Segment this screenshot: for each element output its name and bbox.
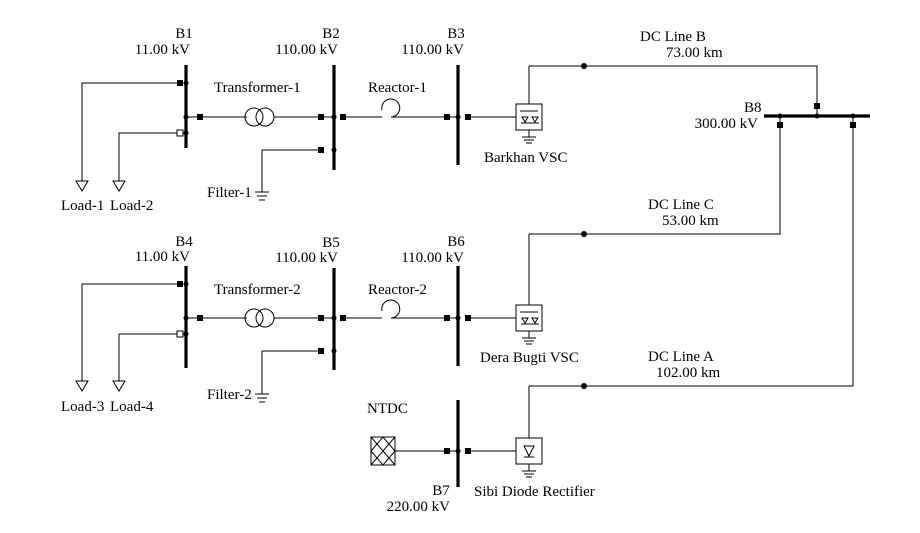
load-1-label: Load-1 — [61, 198, 104, 214]
transformer-1[interactable]: Transformer-1 — [183, 80, 337, 127]
load-3-label: Load-3 — [61, 399, 104, 415]
reactor-1[interactable]: Reactor-1 — [331, 80, 459, 120]
dera-bugti-vsc[interactable]: Dera Bugti VSC — [455, 234, 579, 366]
filter-1-label: Filter-1 — [207, 185, 252, 201]
transformer-1-label: Transformer-1 — [214, 80, 301, 96]
bus-b6-voltage: 110.00 kV — [401, 250, 464, 266]
bus-b8-name: B8 — [744, 100, 762, 116]
bus-b4-name: B4 — [175, 234, 193, 250]
sibi-diode-rectifier[interactable]: Sibi Diode Rectifier — [455, 386, 595, 500]
filter-1[interactable]: Filter-1 — [207, 147, 337, 201]
dc-network: B8 300.00 kV DC Line B 73.00 km DC Line … — [529, 29, 870, 389]
dc-line-b-name: DC Line B — [640, 29, 706, 45]
sibi-rectifier-label: Sibi Diode Rectifier — [474, 484, 595, 500]
feeder-dera-bugti: B4 11.00 kV Load-3 Load-4 — [61, 234, 579, 415]
dc-line-c-name: DC Line C — [648, 197, 714, 213]
dc-line-a-name: DC Line A — [648, 349, 714, 365]
dc-line-b-length: 73.00 km — [666, 45, 723, 61]
load-3[interactable]: Load-3 — [61, 281, 189, 415]
load-2[interactable]: Load-2 — [110, 129, 189, 214]
dc-line-b[interactable]: DC Line B 73.00 km — [529, 29, 820, 119]
dera-bugti-vsc-label: Dera Bugti VSC — [480, 350, 579, 366]
bus-b7-name: B7 — [432, 483, 450, 499]
bus-b7-voltage: 220.00 kV — [387, 499, 451, 515]
transformer-2-label: Transformer-2 — [214, 282, 301, 298]
barkhan-vsc[interactable]: Barkhan VSC — [455, 66, 568, 166]
barkhan-vsc-label: Barkhan VSC — [484, 150, 567, 166]
bus-b2-name: B2 — [322, 26, 340, 42]
bus-b5-voltage: 110.00 kV — [275, 250, 338, 266]
feeder-sibi: NTDC B7 220.00 kV Sibi Diode Rectifier — [367, 386, 595, 515]
filter-2[interactable]: Filter-2 — [207, 348, 337, 403]
load-4-label: Load-4 — [110, 399, 154, 415]
reactor-2-label: Reactor-2 — [368, 282, 427, 298]
bus-b1-voltage: 11.00 kV — [135, 42, 190, 58]
bus-b6-name: B6 — [447, 234, 465, 250]
dc-line-c[interactable]: DC Line C 53.00 km — [529, 113, 783, 238]
dc-line-c-length: 53.00 km — [662, 213, 719, 229]
ntdc-grid-source[interactable] — [370, 436, 458, 466]
bus-b1-name: B1 — [175, 26, 193, 42]
load-2-label: Load-2 — [110, 198, 153, 214]
feeder-barkhan: B1 11.00 kV Load-1 Load-2 — [61, 26, 567, 214]
bus-b3-voltage: 110.00 kV — [401, 42, 464, 58]
filter-2-label: Filter-2 — [207, 387, 252, 403]
dc-line-a-length: 102.00 km — [656, 365, 721, 381]
dc-line-a[interactable]: DC Line A 102.00 km — [529, 113, 856, 390]
bus-b3-name: B3 — [447, 26, 465, 42]
reactor-2[interactable]: Reactor-2 — [340, 282, 458, 321]
transformer-2[interactable]: Transformer-2 — [183, 282, 337, 328]
bus-b8-voltage: 300.00 kV — [695, 116, 759, 132]
load-1[interactable]: Load-1 — [61, 80, 189, 214]
bus-b5-name: B5 — [322, 235, 340, 251]
load-4[interactable]: Load-4 — [110, 330, 189, 415]
bus-b4-voltage: 11.00 kV — [135, 249, 190, 265]
ntdc-label: NTDC — [367, 401, 408, 417]
reactor-1-label: Reactor-1 — [368, 80, 427, 96]
bus-b2-voltage: 110.00 kV — [275, 42, 338, 58]
